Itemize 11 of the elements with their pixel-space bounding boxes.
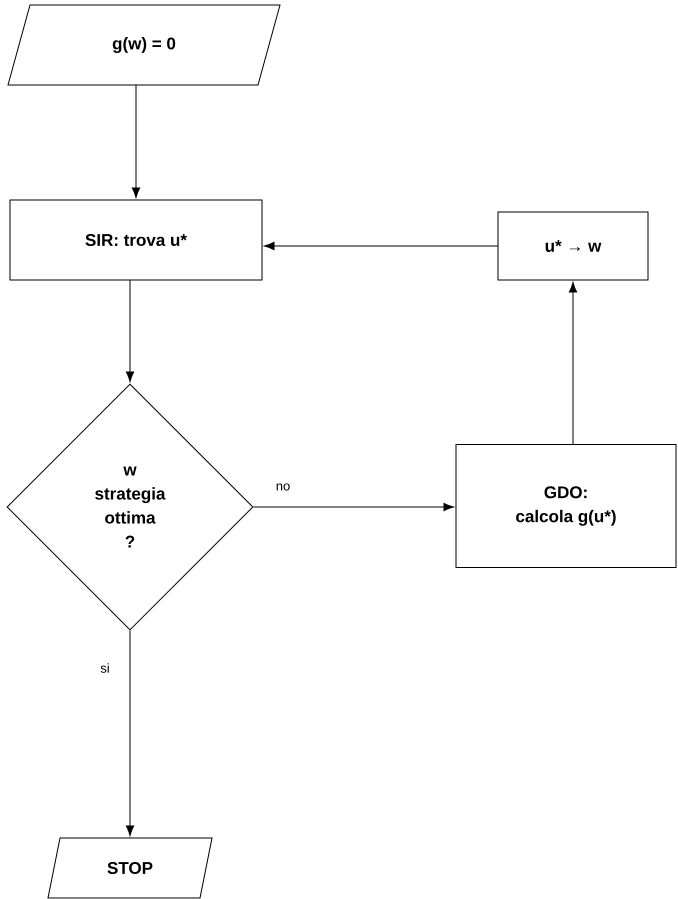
arrow — [253, 502, 454, 512]
arrow — [126, 280, 134, 382]
arrow — [568, 282, 578, 444]
arrow — [126, 630, 134, 836]
process-box: GDO: calcola g(u*) — [456, 444, 676, 568]
edge-label: no — [274, 482, 292, 492]
arrow — [132, 85, 140, 198]
process-box: u* → w — [498, 212, 648, 280]
edge-label: si — [99, 662, 111, 674]
arrow — [264, 242, 498, 250]
process-box: SIR: trova u* — [10, 200, 262, 280]
